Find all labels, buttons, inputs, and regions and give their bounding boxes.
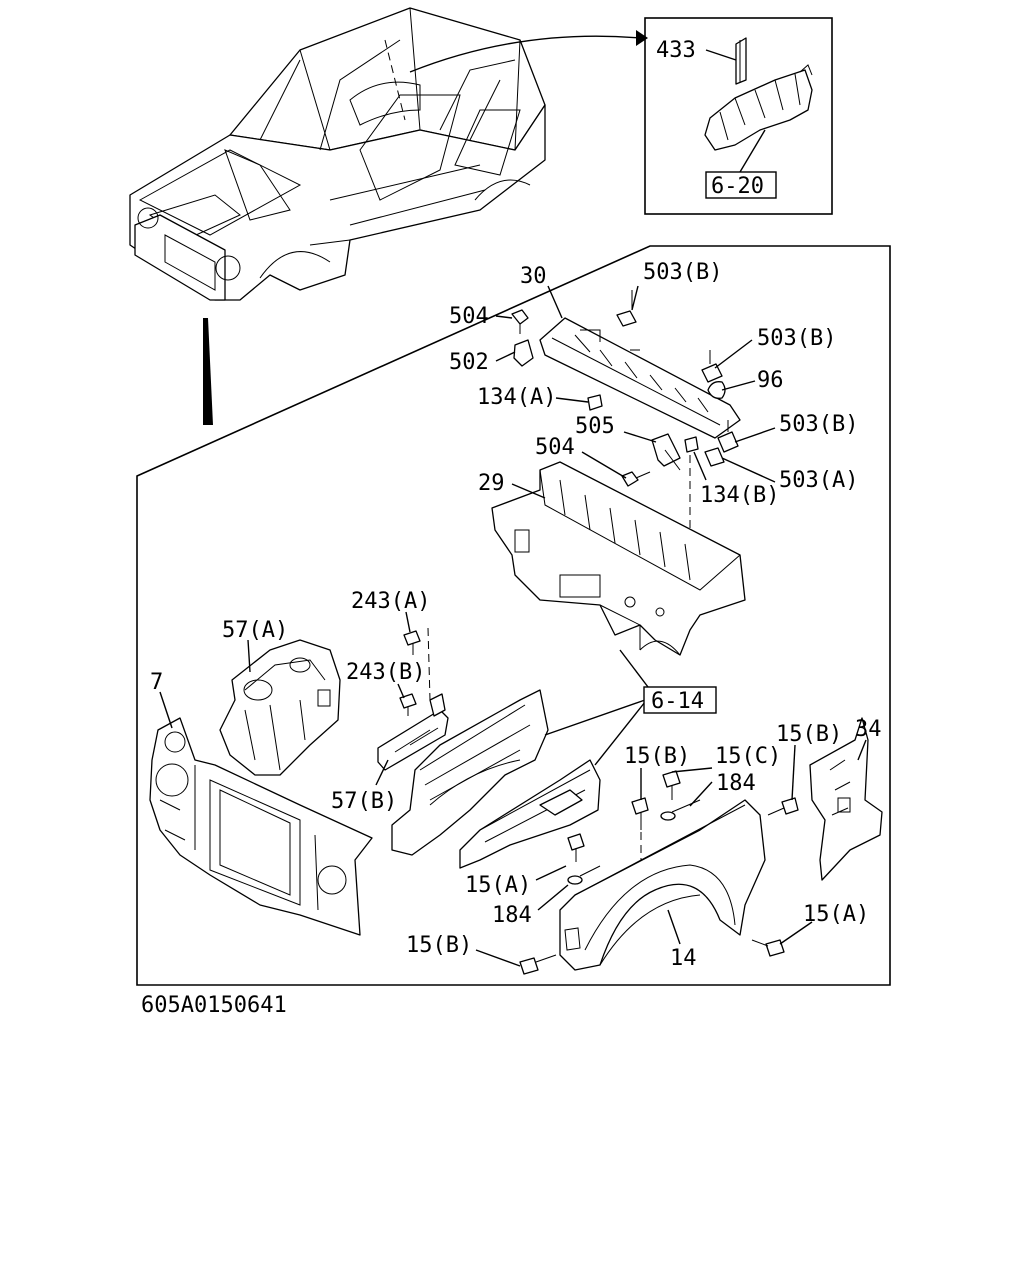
bolt-15b-lower-left [519, 954, 557, 975]
bolt-15a-lower-right [751, 939, 785, 957]
label-57b: 57(B) [331, 789, 397, 814]
label-29: 29 [478, 471, 505, 496]
label-504-upper: 504 [449, 304, 489, 329]
part-29-dash-panel [491, 461, 746, 656]
label-30: 30 [520, 264, 547, 289]
screw-504-upper [511, 309, 529, 334]
label-184-upper: 184 [716, 771, 756, 796]
inset-part-433 [735, 37, 747, 85]
bolt-15c [662, 770, 681, 800]
label-433: 433 [656, 38, 696, 63]
leader-6-14-c [594, 701, 646, 766]
leader-lines [159, 285, 867, 967]
inset-duct-part [704, 64, 813, 151]
main-pointer-wedge [203, 318, 213, 425]
washer-184-lower [567, 865, 601, 885]
label-7: 7 [150, 670, 163, 695]
bolt-243a [403, 627, 431, 701]
label-503a: 503(A) [779, 468, 858, 493]
label-15b-right: 15(B) [776, 722, 842, 747]
label-34: 34 [855, 717, 882, 742]
ref-box-6-14 [643, 686, 717, 714]
label-96: 96 [757, 368, 784, 393]
clip-134a [587, 394, 603, 411]
leader-6-14-b [544, 699, 646, 736]
figure-code: 605A0150641 [141, 993, 287, 1018]
main-frame [136, 245, 891, 986]
leader-433 [705, 49, 737, 61]
part-14-front-fender [559, 799, 766, 971]
clip-96 [707, 381, 726, 399]
label-15b-top: 15(B) [624, 744, 690, 769]
label-243b: 243(B) [346, 660, 425, 685]
label-15a-mid: 15(A) [465, 873, 531, 898]
label-134a: 134(A) [477, 385, 556, 410]
label-502: 502 [449, 350, 489, 375]
screw-504-lower [621, 471, 651, 487]
label-57a: 57(A) [222, 618, 288, 643]
clip-503b-top [616, 290, 637, 327]
bolt-15b-right [767, 797, 799, 816]
bracket-502 [513, 339, 534, 367]
inset-pointer-curve [409, 35, 641, 73]
label-503b-right: 503(B) [757, 326, 836, 351]
label-15b-lower-left: 15(B) [406, 933, 472, 958]
inner-fender-panel-right [459, 759, 601, 869]
bolt-243b [399, 693, 417, 716]
part-34-bracket [809, 717, 883, 881]
part-7-core-support [149, 717, 373, 936]
clip-503b-lower [717, 420, 739, 453]
part-57b-bracket [377, 693, 449, 771]
label-505: 505 [575, 414, 615, 439]
part-30-cowl-panel [539, 317, 741, 439]
clip-503b-right [701, 350, 723, 383]
label-504-lower: 504 [535, 435, 575, 460]
label-243a: 243(A) [351, 589, 430, 614]
bracket-505 [651, 433, 681, 471]
part-57a-apron [219, 639, 341, 776]
inset-box [644, 17, 833, 215]
vehicle-body-illustration [129, 7, 546, 301]
label-503b-lower: 503(B) [779, 412, 858, 437]
label-134b: 134(B) [700, 483, 779, 508]
leader-6-20 [739, 129, 766, 173]
bolt-15b-top [631, 797, 649, 860]
ref-6-20: 6-20 [711, 174, 764, 199]
clip-503a [704, 447, 725, 467]
label-15c: 15(C) [715, 744, 781, 769]
label-14: 14 [670, 946, 697, 971]
washer-184-upper [660, 799, 701, 821]
leader-6-14-a [619, 649, 649, 688]
ref-6-14: 6-14 [651, 689, 704, 714]
bolt-15a-mid [567, 833, 585, 862]
label-503b-top: 503(B) [643, 260, 722, 285]
label-184-lower: 184 [492, 903, 532, 928]
inner-fender-panel-left [391, 689, 549, 856]
label-15a-lower-right: 15(A) [803, 902, 869, 927]
inset-pointer-arrowhead [636, 30, 648, 46]
ref-box-6-20 [705, 171, 777, 199]
